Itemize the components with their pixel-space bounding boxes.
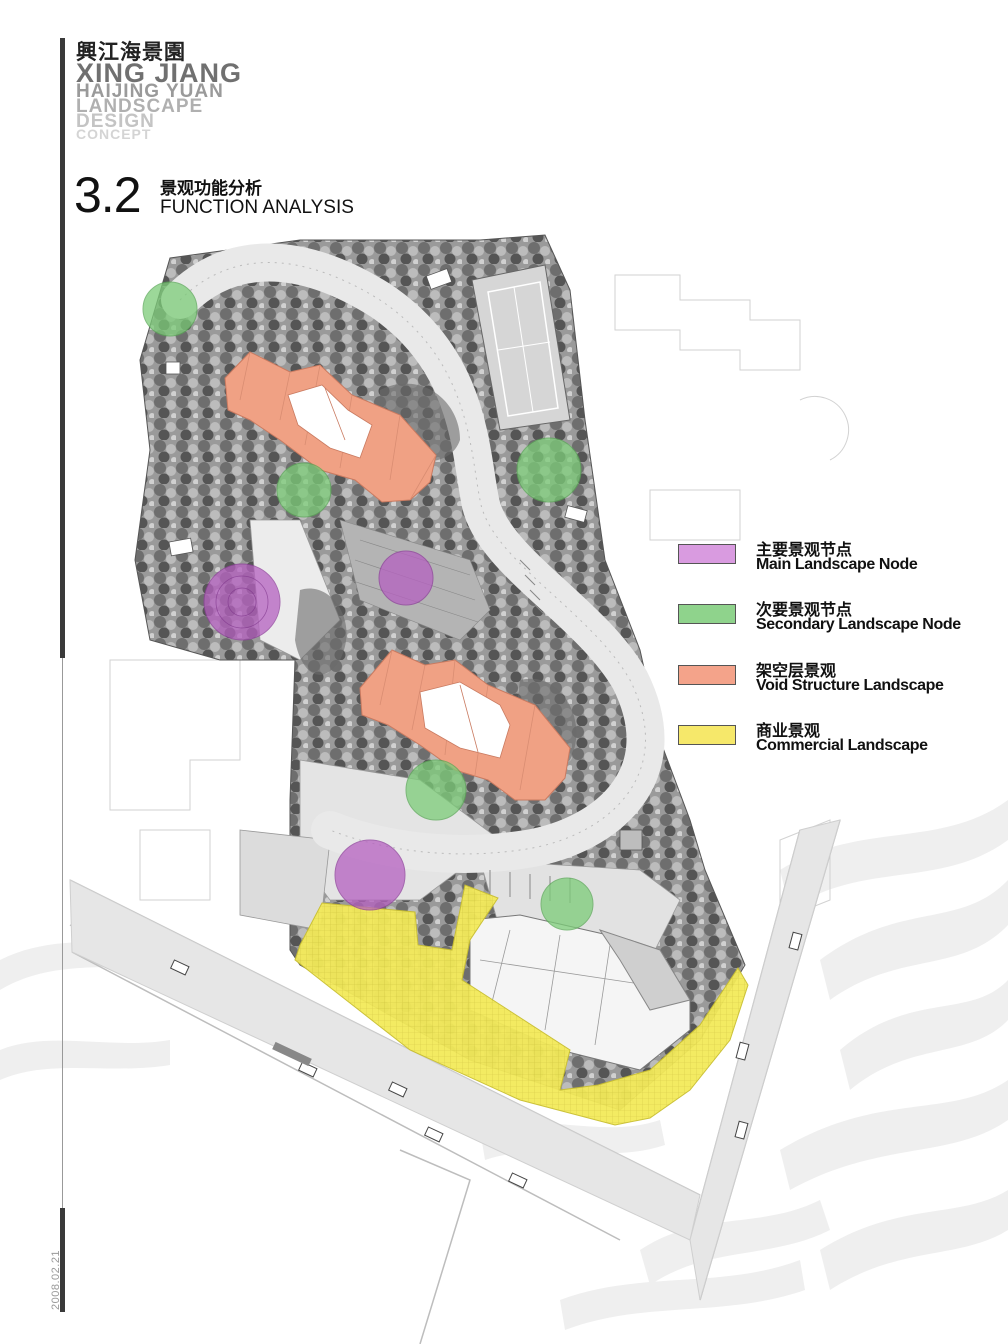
legend-label-en: Commercial Landscape — [756, 737, 928, 754]
tennis-court — [471, 264, 571, 431]
legend-item-main-node: 主要景观节点 Main Landscape Node — [678, 536, 998, 580]
legend-item-secondary-node: 次要景观节点 Secondary Landscape Node — [678, 596, 998, 640]
legend-label-cn: 商业景观 — [756, 721, 821, 740]
secondary-landscape-node-3 — [516, 437, 582, 503]
secondary-landscape-node-2 — [276, 462, 332, 518]
legend-swatch-main-node — [678, 544, 736, 564]
left-accent-bar-bottom — [60, 1208, 65, 1312]
left-accent-bar — [60, 38, 65, 658]
left-divider-line — [62, 658, 63, 1208]
commercial-landscape-zone — [294, 884, 749, 1126]
main-landscape-node-2 — [378, 550, 434, 606]
section-number: 3.2 — [74, 167, 142, 223]
legend-label-cn: 次要景观节点 — [756, 600, 853, 619]
secondary-landscape-node-4 — [405, 759, 467, 821]
void-structure-building-south — [359, 649, 571, 801]
project-title-line1: XING JIANG — [76, 58, 243, 88]
project-title-line5: CONCEPT — [76, 126, 152, 142]
project-title-line2: HAIJING YUAN — [76, 81, 224, 102]
project-title-cn: 興江海景園 — [76, 40, 186, 64]
date-label: 2008.02.21 — [50, 1249, 62, 1310]
project-title-line3: LANDSCAPE — [76, 96, 204, 117]
legend-label-cn: 主要景观节点 — [756, 540, 853, 559]
legend-swatch-secondary-node — [678, 604, 736, 624]
legend-label-en: Void Structure Landscape — [756, 677, 944, 694]
legend-label-cn: 架空层景观 — [756, 661, 837, 680]
legend-label-en: Secondary Landscape Node — [756, 616, 961, 633]
void-structure-building-north — [224, 351, 437, 503]
project-title-line4: DESIGN — [76, 111, 155, 132]
main-landscape-node-1 — [203, 563, 281, 641]
section-title-cn: 景观功能分析 — [160, 179, 262, 199]
secondary-landscape-node-5 — [540, 877, 594, 931]
main-landscape-node-3 — [334, 839, 406, 911]
legend-label-en: Main Landscape Node — [756, 556, 918, 573]
legend-item-void-structure: 架空层景观 Void Structure Landscape — [678, 657, 998, 701]
legend-swatch-void-structure — [678, 665, 736, 685]
legend-swatch-commercial — [678, 725, 736, 745]
legend-item-commercial: 商业景观 Commercial Landscape — [678, 717, 998, 761]
secondary-landscape-node-1 — [142, 281, 198, 337]
section-title-en: FUNCTION ANALYSIS — [160, 197, 354, 218]
